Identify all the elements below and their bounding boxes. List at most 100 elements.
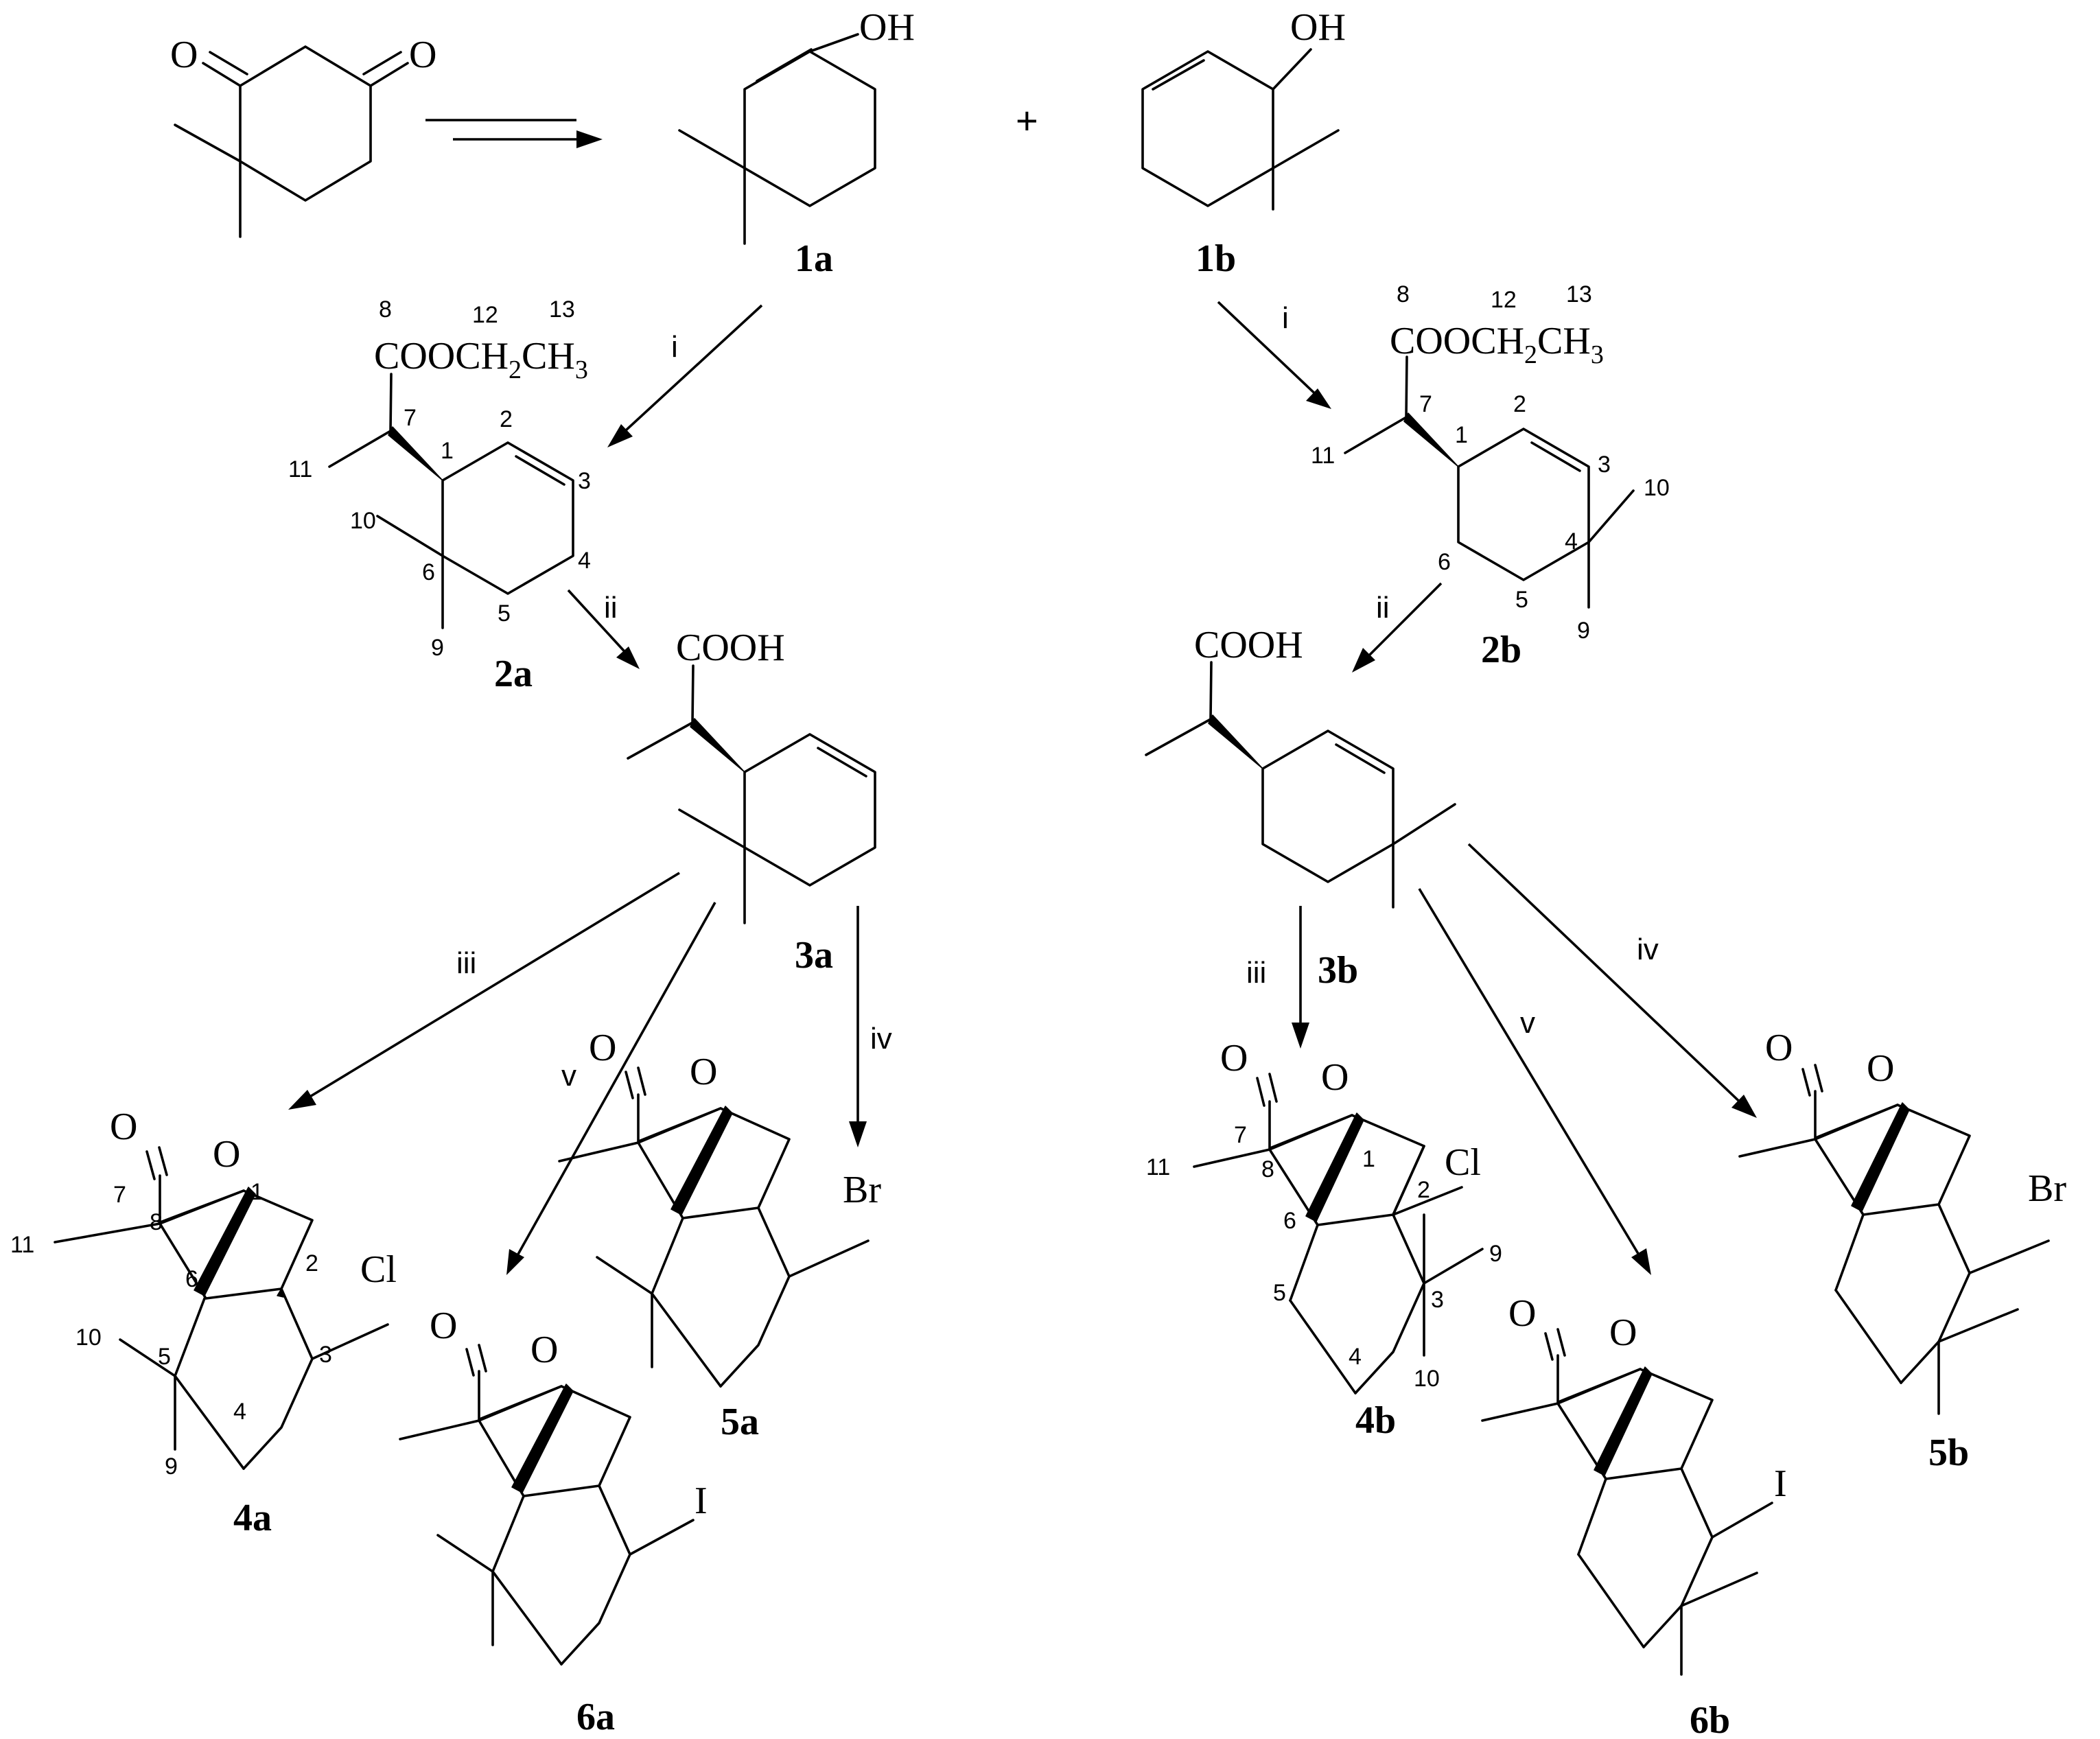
reagent-iii-left: iii bbox=[456, 946, 476, 980]
reagent-i-left: i bbox=[671, 330, 678, 364]
atom-number-10-4a: 10 bbox=[75, 1324, 102, 1351]
multistep-arrow bbox=[425, 119, 603, 148]
atom-number-2-2a: 2 bbox=[500, 406, 513, 432]
arrow-v-right bbox=[1418, 888, 1651, 1275]
carbonyl-oxygen-4b: O bbox=[1220, 1037, 1248, 1079]
atom-number-2-4a: 2 bbox=[305, 1250, 318, 1276]
atom-number-10-2b: 10 bbox=[1644, 475, 1670, 501]
reagent-i-right: i bbox=[1282, 301, 1289, 335]
reagent-v-left: v bbox=[561, 1059, 576, 1093]
atom-number-3-4a: 3 bbox=[319, 1342, 332, 1368]
atom-number-12-2a: 12 bbox=[472, 302, 498, 328]
atom-number-4-2a: 4 bbox=[578, 548, 591, 574]
ring-oxygen-5b: O bbox=[1867, 1047, 1894, 1090]
atom-number-11-4b: 11 bbox=[1146, 1154, 1170, 1180]
atom-number-12-2b: 12 bbox=[1491, 287, 1517, 313]
atom-number-10-4b: 10 bbox=[1414, 1366, 1440, 1392]
compound-3b-structure: COOH bbox=[1145, 624, 1456, 909]
atom-number-3-2a: 3 bbox=[578, 468, 591, 494]
atom-number-11-2a: 11 bbox=[288, 456, 312, 482]
compound-5a-structure: O O Br bbox=[558, 1027, 881, 1388]
atom-number-9-4b: 9 bbox=[1489, 1241, 1502, 1267]
ring-oxygen-4b: O bbox=[1321, 1056, 1349, 1099]
atom-number-9-4a: 9 bbox=[165, 1454, 178, 1480]
iodine-6a: I bbox=[695, 1480, 708, 1522]
compound-label-3a: 3a bbox=[795, 934, 833, 977]
ring-oxygen-5a: O bbox=[690, 1051, 717, 1093]
atom-number-1-4a: 1 bbox=[250, 1179, 264, 1205]
compound-label-6a: 6a bbox=[576, 1696, 615, 1738]
ring-oxygen-6b: O bbox=[1609, 1311, 1637, 1354]
atom-number-6-4b: 6 bbox=[1283, 1208, 1296, 1234]
reagent-iv-left: iv bbox=[870, 1022, 892, 1055]
compound-3a-structure: COOH bbox=[627, 627, 876, 924]
arrow-v-left bbox=[506, 902, 716, 1275]
atom-number-8-2a: 8 bbox=[379, 296, 392, 323]
arrow-iv-right bbox=[1467, 843, 1757, 1118]
arrow-iii-right bbox=[1292, 906, 1309, 1049]
carboxyl-3a: COOH bbox=[676, 627, 785, 669]
atom-number-8-4a: 8 bbox=[150, 1209, 163, 1235]
arrow-i-left bbox=[607, 304, 763, 447]
atom-number-1-2a: 1 bbox=[441, 438, 454, 464]
carbonyl-oxygen-5b: O bbox=[1765, 1027, 1793, 1069]
compound-label-6b: 6b bbox=[1690, 1699, 1730, 1739]
plus-sign: + bbox=[1016, 99, 1038, 142]
compound-label-2a: 2a bbox=[494, 653, 533, 695]
atom-number-4-2b: 4 bbox=[1565, 528, 1578, 555]
atom-number-7-4b: 7 bbox=[1234, 1122, 1247, 1148]
compound-label-4b: 4b bbox=[1355, 1399, 1396, 1442]
reagent-ii-left: ii bbox=[604, 591, 618, 625]
ester-group-2a: COOCH2CH3 bbox=[374, 335, 588, 384]
compound-label-5a: 5a bbox=[721, 1401, 759, 1443]
atom-number-9-2b: 9 bbox=[1577, 618, 1590, 644]
atom-number-7-2b: 7 bbox=[1419, 391, 1432, 417]
atom-number-13-2b: 13 bbox=[1566, 281, 1592, 307]
atom-number-6-2a: 6 bbox=[422, 559, 435, 585]
compound-6a-structure: O O I bbox=[399, 1305, 708, 1666]
ester-group-2b: COOCH2CH3 bbox=[1390, 320, 1604, 369]
compound-1b-structure: OH bbox=[1141, 6, 1346, 211]
atom-number-9-2a: 9 bbox=[431, 635, 444, 661]
atom-number-4-4a: 4 bbox=[233, 1399, 246, 1425]
atom-number-8-4b: 8 bbox=[1261, 1156, 1274, 1182]
iodine-6b: I bbox=[1774, 1462, 1787, 1505]
carbonyl-oxygen-4a: O bbox=[110, 1106, 137, 1148]
reagent-ii-right: ii bbox=[1376, 591, 1390, 625]
arrow-ii-left bbox=[567, 589, 640, 669]
compound-label-3b: 3b bbox=[1318, 949, 1358, 992]
compound-label-1b: 1b bbox=[1195, 237, 1236, 280]
compound-2a-structure: COOCH2CH3 8 12 13 7 1 2 3 4 5 6 11 10 9 bbox=[288, 296, 591, 661]
atom-number-11-4a: 11 bbox=[10, 1232, 34, 1258]
atom-number-6-4a: 6 bbox=[185, 1266, 198, 1292]
atom-number-3-4b: 3 bbox=[1431, 1287, 1444, 1313]
hydroxyl-1a: OH bbox=[859, 6, 915, 49]
carbonyl-oxygen-5a: O bbox=[589, 1027, 616, 1069]
atom-number-1-2b: 1 bbox=[1455, 422, 1468, 448]
arrow-i-right bbox=[1217, 301, 1331, 409]
compound-label-1a: 1a bbox=[795, 237, 833, 280]
atom-number-5-2a: 5 bbox=[498, 600, 511, 627]
bromine-5a: Br bbox=[843, 1169, 881, 1211]
compound-2b-structure: COOCH2CH3 8 12 13 7 1 2 3 4 5 6 11 10 9 bbox=[1311, 281, 1670, 644]
arrow-iii-left bbox=[288, 872, 680, 1110]
dimedone-oxygen-left: O bbox=[170, 34, 198, 76]
atom-number-7-2a: 7 bbox=[404, 405, 417, 431]
compound-label-5b: 5b bbox=[1928, 1432, 1969, 1474]
atom-number-3-2b: 3 bbox=[1598, 452, 1611, 478]
atom-number-4-4b: 4 bbox=[1349, 1344, 1362, 1370]
compound-5b-structure: O O Br bbox=[1738, 1027, 2066, 1415]
dimedone-structure: O O bbox=[170, 34, 436, 238]
carbonyl-oxygen-6b: O bbox=[1508, 1292, 1536, 1335]
atom-number-5-4b: 5 bbox=[1273, 1280, 1286, 1306]
atom-number-6-2b: 6 bbox=[1438, 549, 1451, 575]
reagent-v-right: v bbox=[1520, 1006, 1535, 1040]
atom-number-2-4b: 2 bbox=[1417, 1177, 1430, 1203]
atom-number-1-4b: 1 bbox=[1362, 1146, 1375, 1172]
atom-number-8-2b: 8 bbox=[1397, 281, 1410, 307]
compound-6b-structure: O O I bbox=[1481, 1292, 1787, 1676]
compound-4a-structure: O O Cl 8 7 1 2 3 4 5 6 11 10 9 bbox=[10, 1106, 397, 1480]
compound-label-4a: 4a bbox=[233, 1497, 272, 1539]
atom-number-2-2b: 2 bbox=[1513, 391, 1526, 417]
